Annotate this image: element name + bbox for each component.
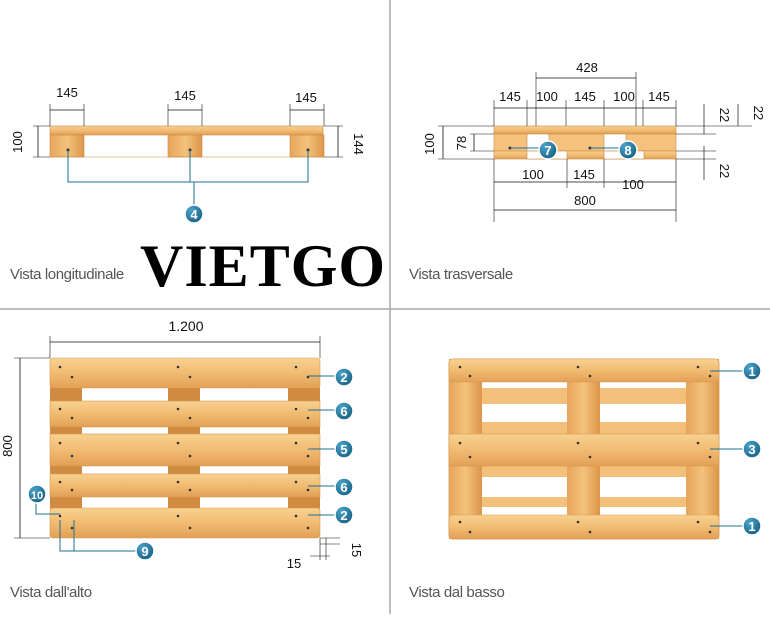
callout-1-bottom: 1: [742, 516, 762, 536]
dim-edge-x: 15: [287, 556, 301, 571]
callout-8: 8: [618, 140, 638, 160]
callout-10: 10: [27, 484, 47, 504]
dim-bottom-mid: 145: [573, 167, 595, 182]
svg-text:2: 2: [340, 508, 347, 523]
caption-longitudinal: Vista longitudinale: [10, 266, 124, 283]
dim-top-span: 428: [576, 60, 598, 75]
transverse-view: 7 8 428 145 100 145 100 145 22 22 22: [422, 60, 766, 222]
dim-block-mid: 145: [174, 88, 196, 103]
dim-block-right: 145: [295, 90, 317, 105]
dim-length: 1.200: [168, 318, 203, 334]
svg-text:6: 6: [340, 480, 347, 495]
svg-text:7: 7: [544, 143, 551, 158]
svg-text:1: 1: [748, 364, 755, 379]
caption-bottom-view: Vista dal basso: [409, 584, 505, 601]
dim-bottom-gap-right: 100: [622, 177, 644, 192]
dim-h-outer: 100: [422, 133, 437, 155]
callout-2-bottom: 2: [334, 505, 354, 525]
dim-w3: 145: [574, 89, 596, 104]
svg-text:3: 3: [748, 442, 755, 457]
dim-w2: 100: [536, 89, 558, 104]
svg-text:2: 2: [340, 370, 347, 385]
longitudinal-view: 145 145 145 100 144 4: [10, 85, 366, 224]
svg-text:4: 4: [190, 207, 198, 222]
svg-text:1: 1: [748, 519, 755, 534]
callout-6-bottom: 6: [334, 477, 354, 497]
callout-7: 7: [538, 140, 558, 160]
caption-transverse: Vista trasversale: [409, 266, 513, 283]
dim-w5: 145: [648, 89, 670, 104]
caption-top-view: Vista dall'alto: [10, 584, 92, 601]
dim-height-right: 144: [351, 133, 366, 155]
svg-text:5: 5: [340, 442, 347, 457]
dim-block-left: 145: [56, 85, 78, 100]
dim-h-inner: 78: [454, 136, 469, 150]
top-view: 1.200 800 15 15 2 6 5 6: [0, 318, 364, 571]
dim-board-top: 22: [717, 108, 732, 122]
callout-3: 3: [742, 439, 762, 459]
svg-text:6: 6: [340, 404, 347, 419]
callout-4: 4: [184, 204, 204, 224]
dim-bottom-gap-left: 100: [522, 167, 544, 182]
dim-board-bottom: 22: [717, 164, 732, 178]
bottom-view: 1 3 1: [448, 358, 762, 540]
dim-overall: 800: [574, 193, 596, 208]
dim-height-left: 100: [10, 131, 25, 153]
callout-5: 5: [334, 439, 354, 459]
dim-board-top2: 22: [751, 106, 766, 120]
svg-text:9: 9: [141, 544, 148, 559]
callout-2-top: 2: [334, 367, 354, 387]
svg-text:10: 10: [31, 490, 43, 502]
callout-6-top: 6: [334, 401, 354, 421]
callout-9: 9: [135, 541, 155, 561]
dim-w1: 145: [499, 89, 521, 104]
vietgo-logo: VIETGO: [140, 233, 387, 299]
svg-text:8: 8: [624, 143, 631, 158]
dim-width: 800: [0, 435, 15, 457]
callout-1-top: 1: [742, 361, 762, 381]
dim-w4: 100: [613, 89, 635, 104]
dim-edge-y: 15: [349, 543, 364, 557]
